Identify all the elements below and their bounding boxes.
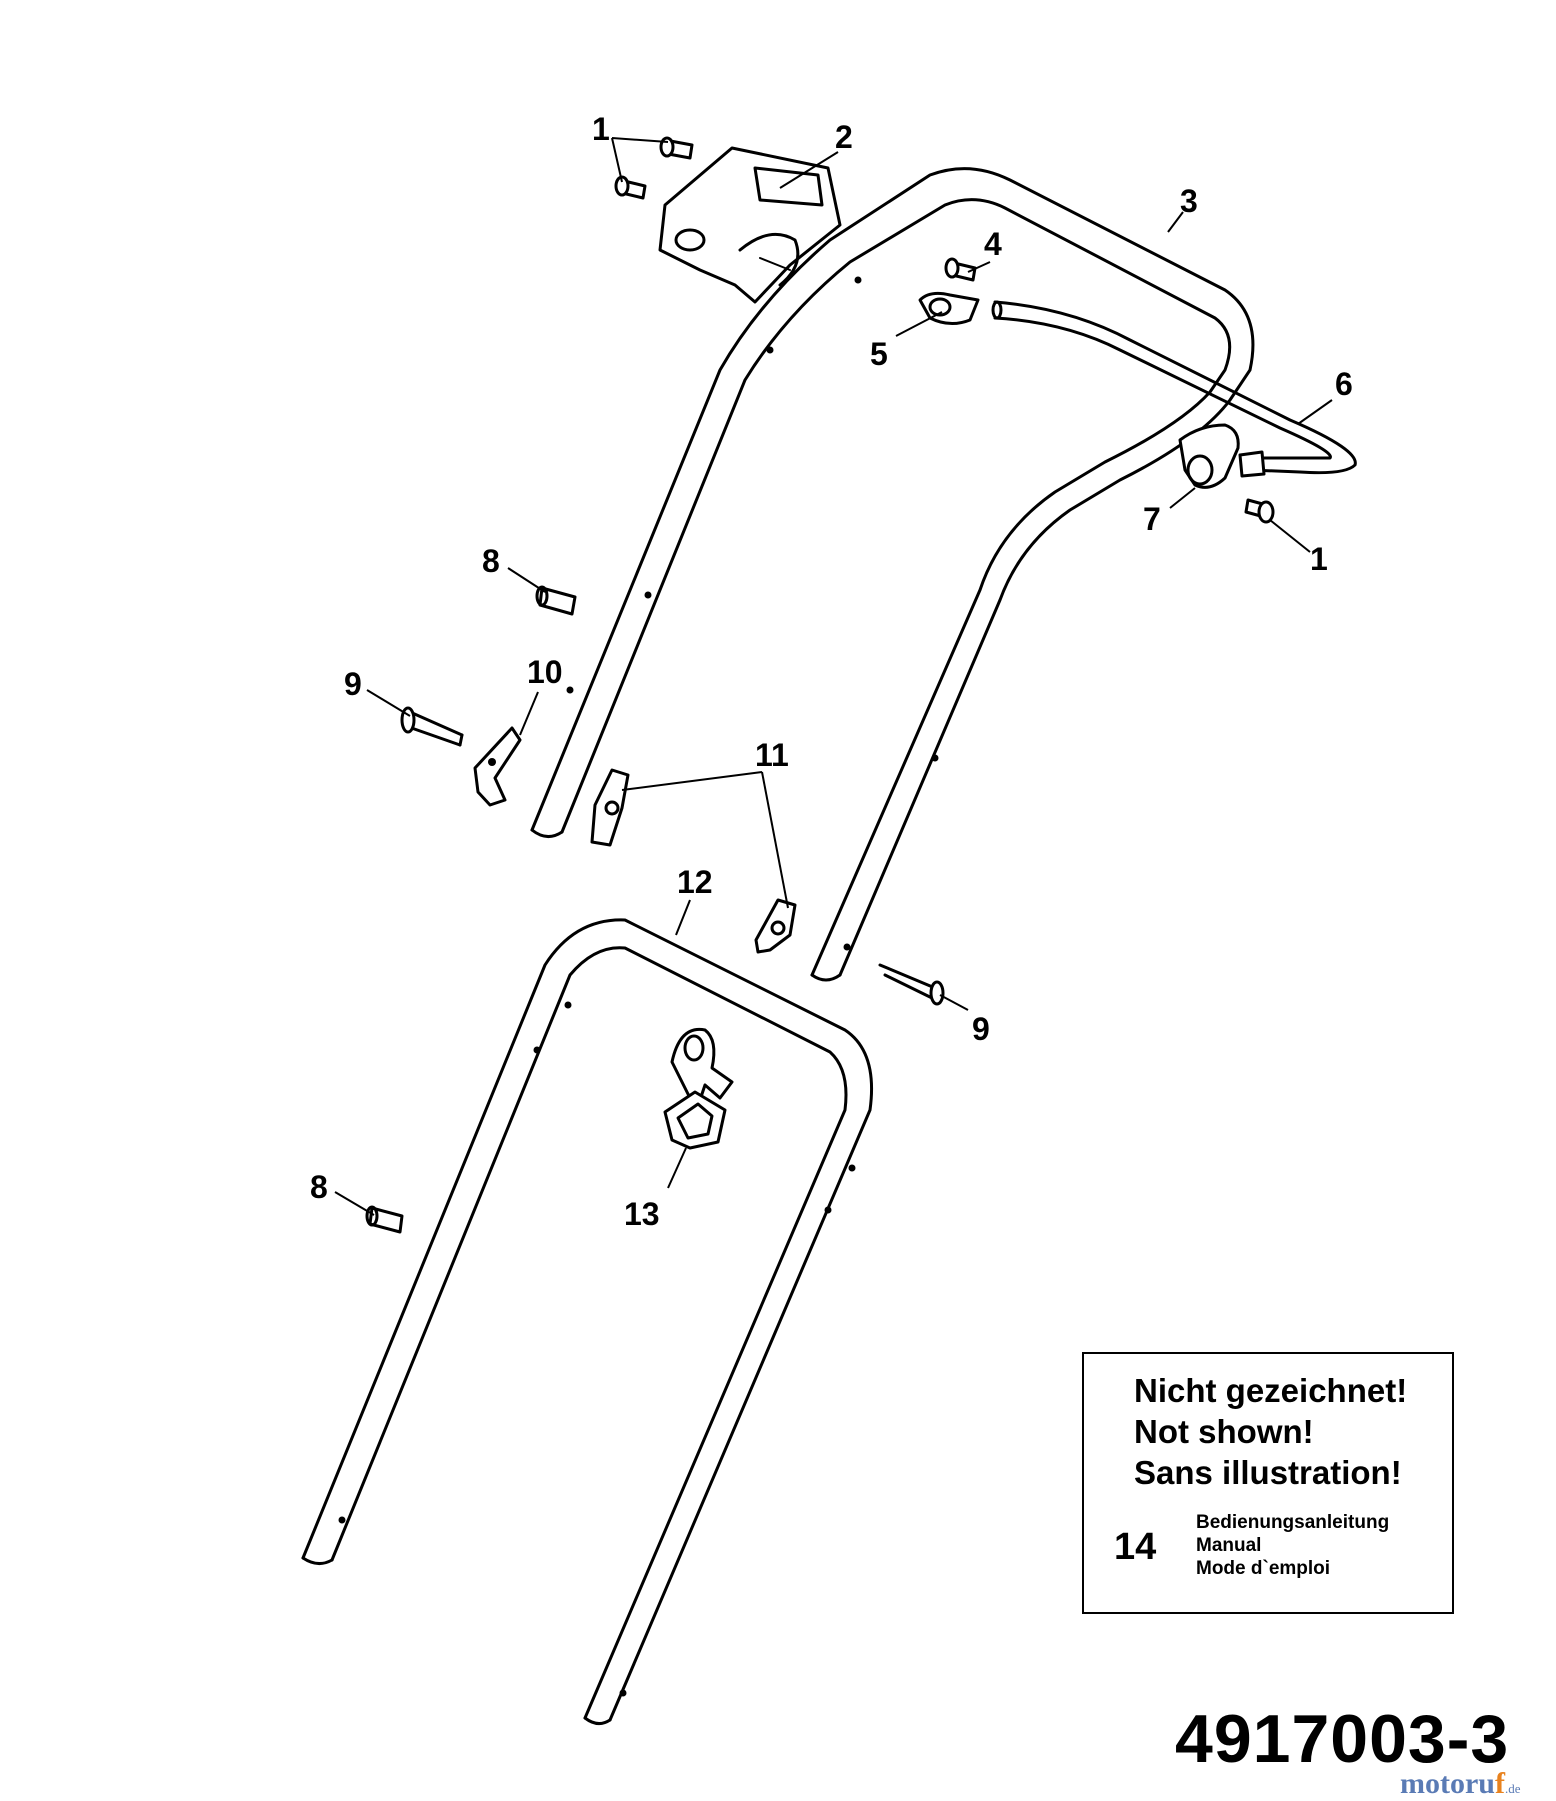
bolt-upper bbox=[400, 706, 464, 747]
label-part-10: 10 bbox=[527, 654, 563, 690]
label-part-2: 2 bbox=[835, 119, 853, 155]
lower-handle bbox=[301, 918, 874, 1725]
screw-right bbox=[1244, 498, 1275, 524]
label-part-9-lower: 9 bbox=[972, 1011, 990, 1047]
note-item-en: Manual bbox=[1196, 1535, 1262, 1556]
clip-part-10 bbox=[473, 726, 522, 807]
bracket-part-7 bbox=[1178, 423, 1240, 489]
label-part-8-upper: 8 bbox=[482, 543, 500, 579]
label-part-6: 6 bbox=[1335, 366, 1353, 402]
part-number-labels: 1 2 3 4 5 6 7 1 8 9 10 11 12 9 13 8 bbox=[310, 111, 1353, 1232]
bolt-lower bbox=[878, 963, 945, 1006]
screw-top-b bbox=[614, 175, 647, 200]
plug-lower bbox=[365, 1205, 404, 1234]
control-housing bbox=[658, 146, 842, 304]
wing-knob-lower bbox=[754, 898, 797, 954]
label-part-12: 12 bbox=[677, 864, 713, 900]
label-part-1-right: 1 bbox=[1310, 541, 1328, 577]
label-part-8-lower: 8 bbox=[310, 1169, 328, 1205]
label-part-11: 11 bbox=[755, 737, 789, 773]
label-part-13: 13 bbox=[624, 1196, 660, 1232]
watermark-main: motoru bbox=[1400, 1767, 1495, 1800]
label-part-9-upper: 9 bbox=[344, 666, 362, 702]
label-part-3: 3 bbox=[1180, 183, 1198, 219]
note-item-number: 14 bbox=[1114, 1526, 1157, 1568]
cable-holder bbox=[663, 1027, 734, 1150]
screw-part-4 bbox=[944, 257, 977, 282]
wing-knob-upper bbox=[590, 768, 630, 847]
note-line-en: Not shown! bbox=[1134, 1413, 1314, 1450]
leader-lines bbox=[334, 137, 1333, 1216]
control-rod bbox=[991, 300, 1357, 478]
watermark-accent: f bbox=[1494, 1767, 1505, 1800]
not-shown-note: Nicht gezeichnet! Not shown! Sans illust… bbox=[1082, 1352, 1454, 1614]
note-item-de: Bedienungsanleitung bbox=[1196, 1512, 1390, 1533]
label-part-5: 5 bbox=[870, 336, 888, 372]
note-item-fr: Mode d`emploi bbox=[1196, 1558, 1331, 1579]
drawing-number: 4917003-3 bbox=[1175, 1701, 1510, 1777]
watermark: motoruf.de bbox=[1400, 1767, 1521, 1801]
plug-upper bbox=[535, 585, 577, 616]
upper-handle bbox=[530, 167, 1255, 982]
label-part-4: 4 bbox=[984, 226, 1002, 262]
label-part-1-top: 1 bbox=[592, 111, 610, 147]
note-line-fr: Sans illustration! bbox=[1134, 1454, 1402, 1491]
watermark-suffix: .de bbox=[1504, 1781, 1521, 1796]
label-part-7: 7 bbox=[1143, 501, 1161, 537]
note-line-de: Nicht gezeichnet! bbox=[1134, 1372, 1408, 1409]
